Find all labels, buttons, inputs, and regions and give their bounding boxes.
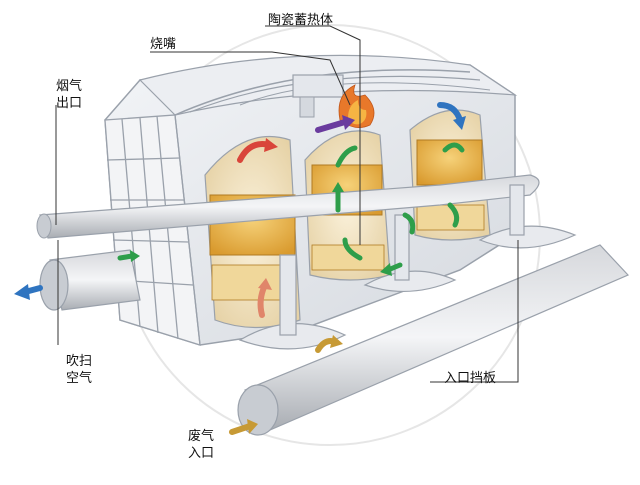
- purge-air-label-line2: 空气: [66, 371, 93, 386]
- purge-air-label-line1: 吹扫: [66, 354, 93, 369]
- waste-gas-inlet-label-line1: 废气: [188, 429, 215, 444]
- flue-gas-outlet-label-line2: 出口: [56, 96, 83, 111]
- waste-gas-inlet-label-line2: 入口: [188, 446, 215, 461]
- callout-lines: [55, 25, 519, 383]
- flue-gas-outlet-label-line1: 烟气: [56, 79, 83, 94]
- burner-leader: [150, 51, 351, 106]
- flow-arrow-icon: [14, 102, 466, 435]
- burner-label: 烧嘴: [150, 37, 177, 52]
- ceramic-leader: [265, 25, 361, 245]
- inlet-damper-label: 入口挡板: [444, 371, 497, 386]
- damper-valve-icon: [238, 184, 577, 350]
- purge-air-header-pipe: [36, 174, 540, 239]
- burner-housing: [292, 74, 344, 118]
- ceramic-media-label: 陶瓷蓄热体: [268, 13, 334, 28]
- regenerator-chamber-3: [409, 109, 491, 241]
- flame-icon: [338, 84, 375, 128]
- inlet-damper-leader: [430, 240, 519, 383]
- flue-gas-outlet-pipe: [39, 249, 141, 311]
